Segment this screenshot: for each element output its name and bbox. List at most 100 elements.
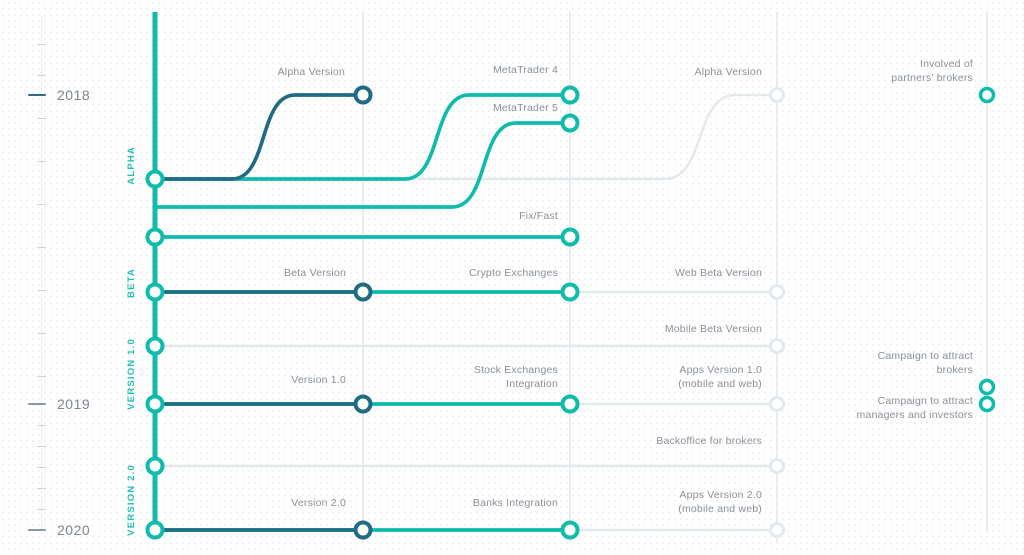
terminal-node-light <box>769 396 785 412</box>
milestone-label-line: Mobile Beta Version <box>664 323 762 335</box>
edge-metatrader-4 <box>153 93 572 181</box>
edge-alpha-version <box>153 93 365 181</box>
year-label: 2018 <box>57 87 91 103</box>
axis-ruler <box>41 12 42 533</box>
terminal-node-light <box>769 522 785 538</box>
milestone-label-line: Version 2.0 <box>291 497 346 509</box>
terminal-node-light <box>769 284 785 300</box>
milestone-label-line: Stock Exchanges <box>473 364 558 376</box>
spine-node <box>145 456 165 476</box>
milestone-label-campaign-attract-brokers: Campaign to attract brokers <box>878 349 973 377</box>
stage-label-alpha: ALPHA <box>126 146 137 185</box>
year-dash <box>28 94 46 96</box>
spine-node <box>145 227 165 247</box>
milestone-label-beta-version: Beta Version <box>284 266 346 280</box>
axis-tick <box>37 488 46 489</box>
milestone-label-line: Beta Version <box>284 267 346 279</box>
terminal-node-dark <box>353 394 373 414</box>
milestone-label-fix-fast: Fix/Fast <box>519 209 558 223</box>
axis-tick <box>37 204 46 205</box>
terminal-node-teal <box>560 282 580 302</box>
edge-alpha-version-web <box>153 93 779 181</box>
milestone-label-line: (mobile and web) <box>678 503 762 515</box>
year-label: 2019 <box>57 396 91 412</box>
milestone-label-apps-version-1-0: Apps Version 1.0 (mobile and web) <box>678 363 762 391</box>
milestone-label-line: Backoffice for brokers <box>656 435 762 447</box>
year-dash <box>28 529 46 531</box>
terminal-node-dark <box>353 282 373 302</box>
axis-tick <box>37 118 46 119</box>
milestone-label-line: Crypto Exchanges <box>469 267 558 279</box>
milestone-label-line: partners’ brokers <box>891 72 973 84</box>
terminal-node-light <box>769 338 785 354</box>
axis-tick <box>37 425 46 426</box>
milestone-label-line: brokers <box>936 364 973 376</box>
terminal-node-teal <box>560 113 580 133</box>
milestone-label-alpha-version-web: Alpha Version <box>695 65 762 79</box>
terminal-node-teal <box>560 394 580 414</box>
spine-node <box>145 394 165 414</box>
milestone-label-line: Alpha Version <box>694 66 762 78</box>
terminal-node-teal <box>978 395 996 413</box>
milestone-label-mobile-beta-version: Mobile Beta Version <box>665 322 762 336</box>
axis-tick <box>37 509 46 510</box>
milestone-label-web-beta-version: Web Beta Version <box>675 266 762 280</box>
spine-node <box>145 520 165 540</box>
milestone-label-involved-partners-brokers: Involved of partners’ brokers <box>891 57 973 85</box>
edge-alpha-version <box>153 93 365 181</box>
terminal-node-dark <box>353 520 373 540</box>
terminal-node-dark <box>353 85 373 105</box>
year-dash <box>28 403 46 405</box>
terminal-node-teal <box>560 227 580 247</box>
milestone-label-line: Campaign to attract <box>877 350 973 362</box>
milestone-label-version-1-0: Version 1.0 <box>291 373 346 387</box>
milestone-label-metatrader-5: MetaTrader 5 <box>493 101 558 115</box>
axis-tick <box>37 290 46 291</box>
terminal-node-teal <box>560 520 580 540</box>
year-label: 2020 <box>57 522 91 538</box>
spine-node <box>145 336 165 356</box>
milestone-label-line: MetaTrader 5 <box>492 102 558 114</box>
stage-label-version-2-0: VERSION 2.0 <box>126 464 137 536</box>
milestone-label-line: Integration <box>506 378 558 390</box>
edge-metatrader-5 <box>153 121 572 209</box>
axis-tick <box>37 333 46 334</box>
axis-tick <box>37 247 46 248</box>
milestone-label-line: Apps Version 1.0 <box>679 364 762 376</box>
milestone-label-line: Fix/Fast <box>519 210 558 222</box>
spine-node <box>145 169 165 189</box>
terminal-node-teal <box>978 378 996 396</box>
axis-tick <box>37 161 46 162</box>
milestone-label-alpha-version: Alpha Version <box>278 65 345 79</box>
milestone-label-line: Web Beta Version <box>674 267 762 279</box>
axis-tick <box>37 446 46 447</box>
axis-tick <box>37 467 46 468</box>
axis-tick <box>37 75 46 76</box>
spine-node <box>145 282 165 302</box>
milestone-label-line: Apps Version 2.0 <box>679 489 762 501</box>
milestone-label-apps-version-2-0: Apps Version 2.0 (mobile and web) <box>678 488 762 516</box>
stage-label-version-1-0: VERSION 1.0 <box>126 338 137 410</box>
terminal-node-light <box>769 458 785 474</box>
milestone-label-line: Banks Integration <box>472 497 558 509</box>
stage-label-beta: BETA <box>126 268 137 298</box>
milestone-label-backoffice-for-brokers: Backoffice for brokers <box>656 434 762 448</box>
milestone-label-line: Campaign to attract <box>877 395 973 407</box>
axis-tick <box>37 376 46 377</box>
milestone-label-line: (mobile and web) <box>678 378 762 390</box>
milestone-label-metatrader-4: MetaTrader 4 <box>493 63 558 77</box>
milestone-label-banks-integration: Banks Integration <box>473 496 558 510</box>
terminal-node-teal <box>978 86 996 104</box>
milestone-label-line: Involved of <box>920 58 973 70</box>
milestone-label-line: MetaTrader 4 <box>492 64 558 76</box>
milestone-label-crypto-exchanges: Crypto Exchanges <box>469 266 558 280</box>
terminal-node-light <box>769 87 785 103</box>
milestone-label-line: Version 1.0 <box>291 374 346 386</box>
milestone-label-version-2-0: Version 2.0 <box>291 496 346 510</box>
milestone-label-line: Alpha Version <box>277 66 345 78</box>
